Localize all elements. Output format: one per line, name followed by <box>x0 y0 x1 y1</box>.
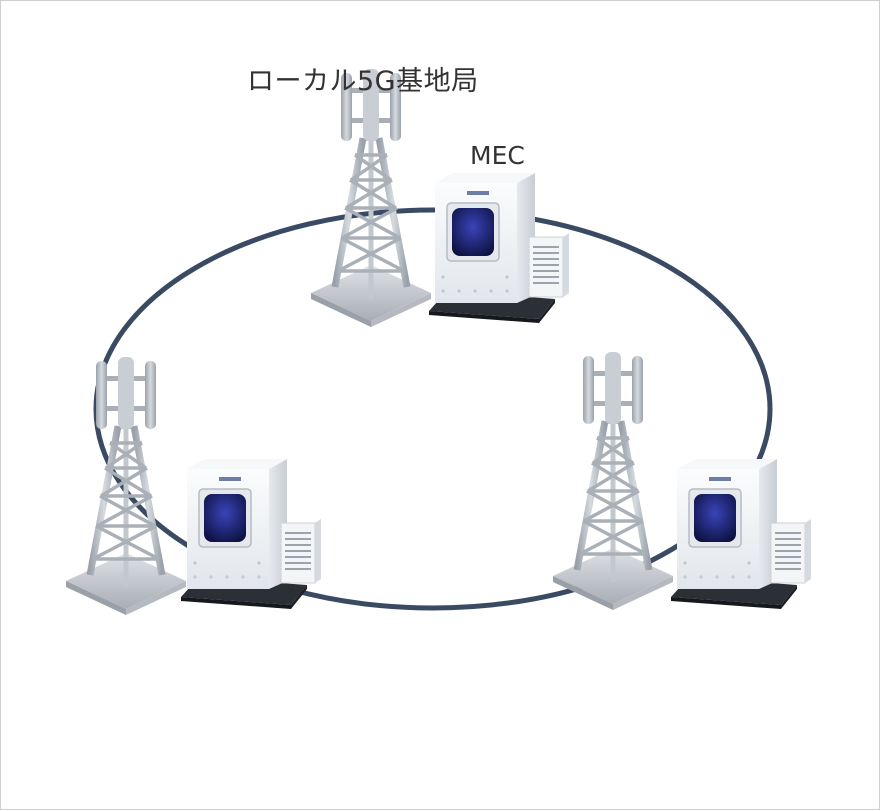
cell-tower-icon <box>311 69 431 327</box>
cell-tower-icon <box>553 352 673 610</box>
cell-tower-icon <box>66 357 186 615</box>
mec-server-cabinet-icon <box>670 458 812 610</box>
station-label: ローカル5G基地局 <box>247 66 479 97</box>
node-top <box>311 69 570 327</box>
mec-server-cabinet-icon <box>428 172 570 324</box>
mec-label: MEC <box>470 141 525 170</box>
node-right <box>553 352 812 610</box>
node-left <box>66 357 322 615</box>
mec-server-cabinet-icon <box>180 458 322 610</box>
